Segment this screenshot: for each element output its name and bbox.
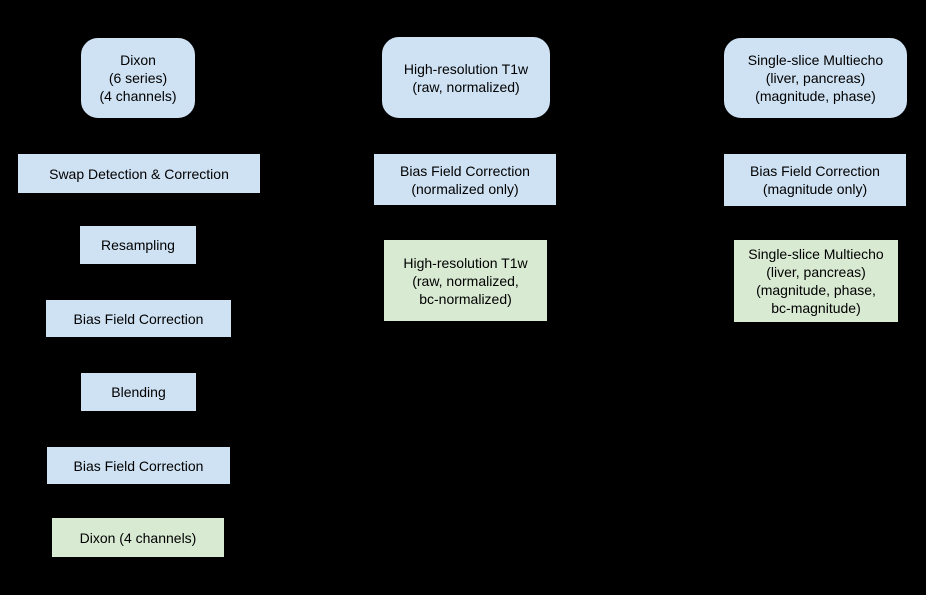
node-line: (4 channels)	[99, 88, 177, 104]
node-line: Blending	[111, 384, 166, 400]
node-line: (raw, normalized,	[412, 272, 519, 289]
node-line: (magnitude only)	[762, 181, 868, 197]
node-line: Bias Field Correction	[750, 163, 880, 179]
node-resampling: Resampling	[79, 225, 197, 265]
node-line: (liver, pancreas)	[765, 70, 866, 86]
node-t1w-bias-field-correction: Bias Field Correction (normalized only)	[373, 153, 557, 206]
node-t1w-input: High-resolution T1w (raw, normalized)	[381, 36, 551, 119]
node-dixon-output: Dixon (4 channels)	[51, 517, 225, 558]
node-line: (magnitude, phase)	[755, 88, 876, 104]
node-bias-field-correction-2: Bias Field Correction	[46, 446, 231, 485]
node-multiecho-bias-field-correction: Bias Field Correction (magnitude only)	[723, 153, 907, 207]
node-line: Swap Detection & Correction	[49, 165, 229, 182]
node-line: Single-slice Multiecho	[747, 52, 884, 68]
node-t1w-output: High-resolution T1w (raw, normalized, bc…	[383, 239, 548, 322]
node-dixon-input: Dixon (6 series) (4 channels)	[80, 37, 196, 119]
node-line: (raw, normalized)	[412, 78, 520, 95]
node-multiecho-input: Single-slice Multiecho (liver, pancreas)…	[723, 37, 908, 119]
node-line: bc-normalized)	[419, 290, 512, 307]
node-line: Dixon	[120, 52, 156, 68]
node-line: Dixon (4 channels)	[79, 529, 197, 546]
node-line: (liver, pancreas)	[766, 264, 866, 280]
node-line: bc-magnitude)	[771, 300, 861, 316]
node-line: (magnitude, phase,	[756, 282, 876, 298]
node-line: Single-slice Multiecho	[748, 246, 884, 262]
node-swap-detection-correction: Swap Detection & Correction	[17, 153, 261, 194]
node-line: (6 series)	[108, 70, 168, 86]
node-blending: Blending	[80, 372, 197, 412]
node-line: Bias Field Correction	[73, 310, 204, 327]
node-bias-field-correction-1: Bias Field Correction	[45, 299, 232, 338]
node-multiecho-output: Single-slice Multiecho (liver, pancreas)…	[733, 239, 899, 323]
node-line: Bias Field Correction	[400, 162, 530, 179]
node-line: Bias Field Correction	[73, 457, 204, 474]
node-line: High-resolution T1w	[403, 60, 529, 77]
node-line: (normalized only)	[411, 180, 519, 197]
node-line: High-resolution T1w	[403, 254, 528, 271]
node-line: Resampling	[101, 237, 175, 253]
